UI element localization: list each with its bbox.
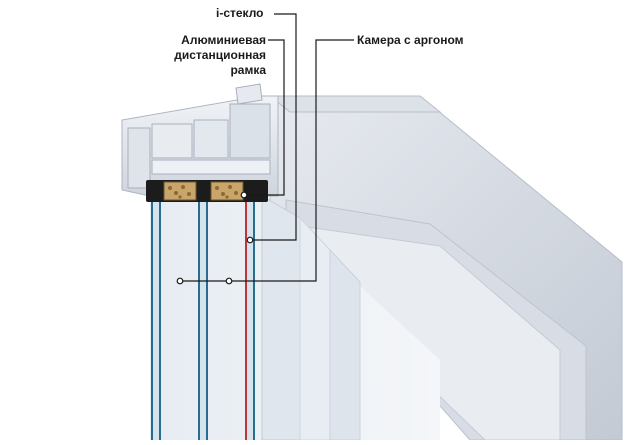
frame-top-face <box>268 95 442 113</box>
glass-pane-middle <box>199 198 207 440</box>
leader-spacer <box>244 39 285 196</box>
glass-pane-outer <box>152 198 160 440</box>
leader-dots <box>176 191 254 285</box>
callout-spacer-line-2: дистанционная <box>174 48 266 62</box>
dot-i-glass <box>246 236 254 244</box>
leader-argon <box>180 39 354 282</box>
callout-spacer: Алюминиевая дистанционная рамка <box>162 33 266 78</box>
callout-argon-text: Камера с аргоном <box>357 33 464 47</box>
glass-pane-inner <box>246 198 254 440</box>
sash-chamber-1 <box>127 127 151 189</box>
glass-pane-back-3 <box>329 248 361 441</box>
sash-chamber-5 <box>151 159 271 175</box>
callout-argon: Камера с аргоном <box>357 33 464 48</box>
callout-i-glass-text: i-стекло <box>216 6 264 20</box>
dot-argon-2 <box>225 277 233 285</box>
dot-spacer <box>240 191 248 199</box>
leader-lines <box>180 13 354 282</box>
callout-i-glass: i-стекло <box>216 6 264 21</box>
callout-spacer-line-3: рамка <box>230 63 266 77</box>
desiccant-grains <box>168 185 238 199</box>
callout-spacer-line-1: Алюминиевая <box>181 33 266 47</box>
dot-argon-1 <box>176 277 184 285</box>
sash-lip <box>235 83 263 105</box>
sash-chamber-4 <box>229 103 271 159</box>
sash-chamber-3 <box>193 119 229 159</box>
spacer-frame-2 <box>210 181 244 201</box>
glass-pane-back <box>261 195 301 441</box>
glass-pane-back-2 <box>299 216 331 441</box>
sash-chamber-2 <box>151 123 193 159</box>
leader-i-glass <box>250 13 297 241</box>
